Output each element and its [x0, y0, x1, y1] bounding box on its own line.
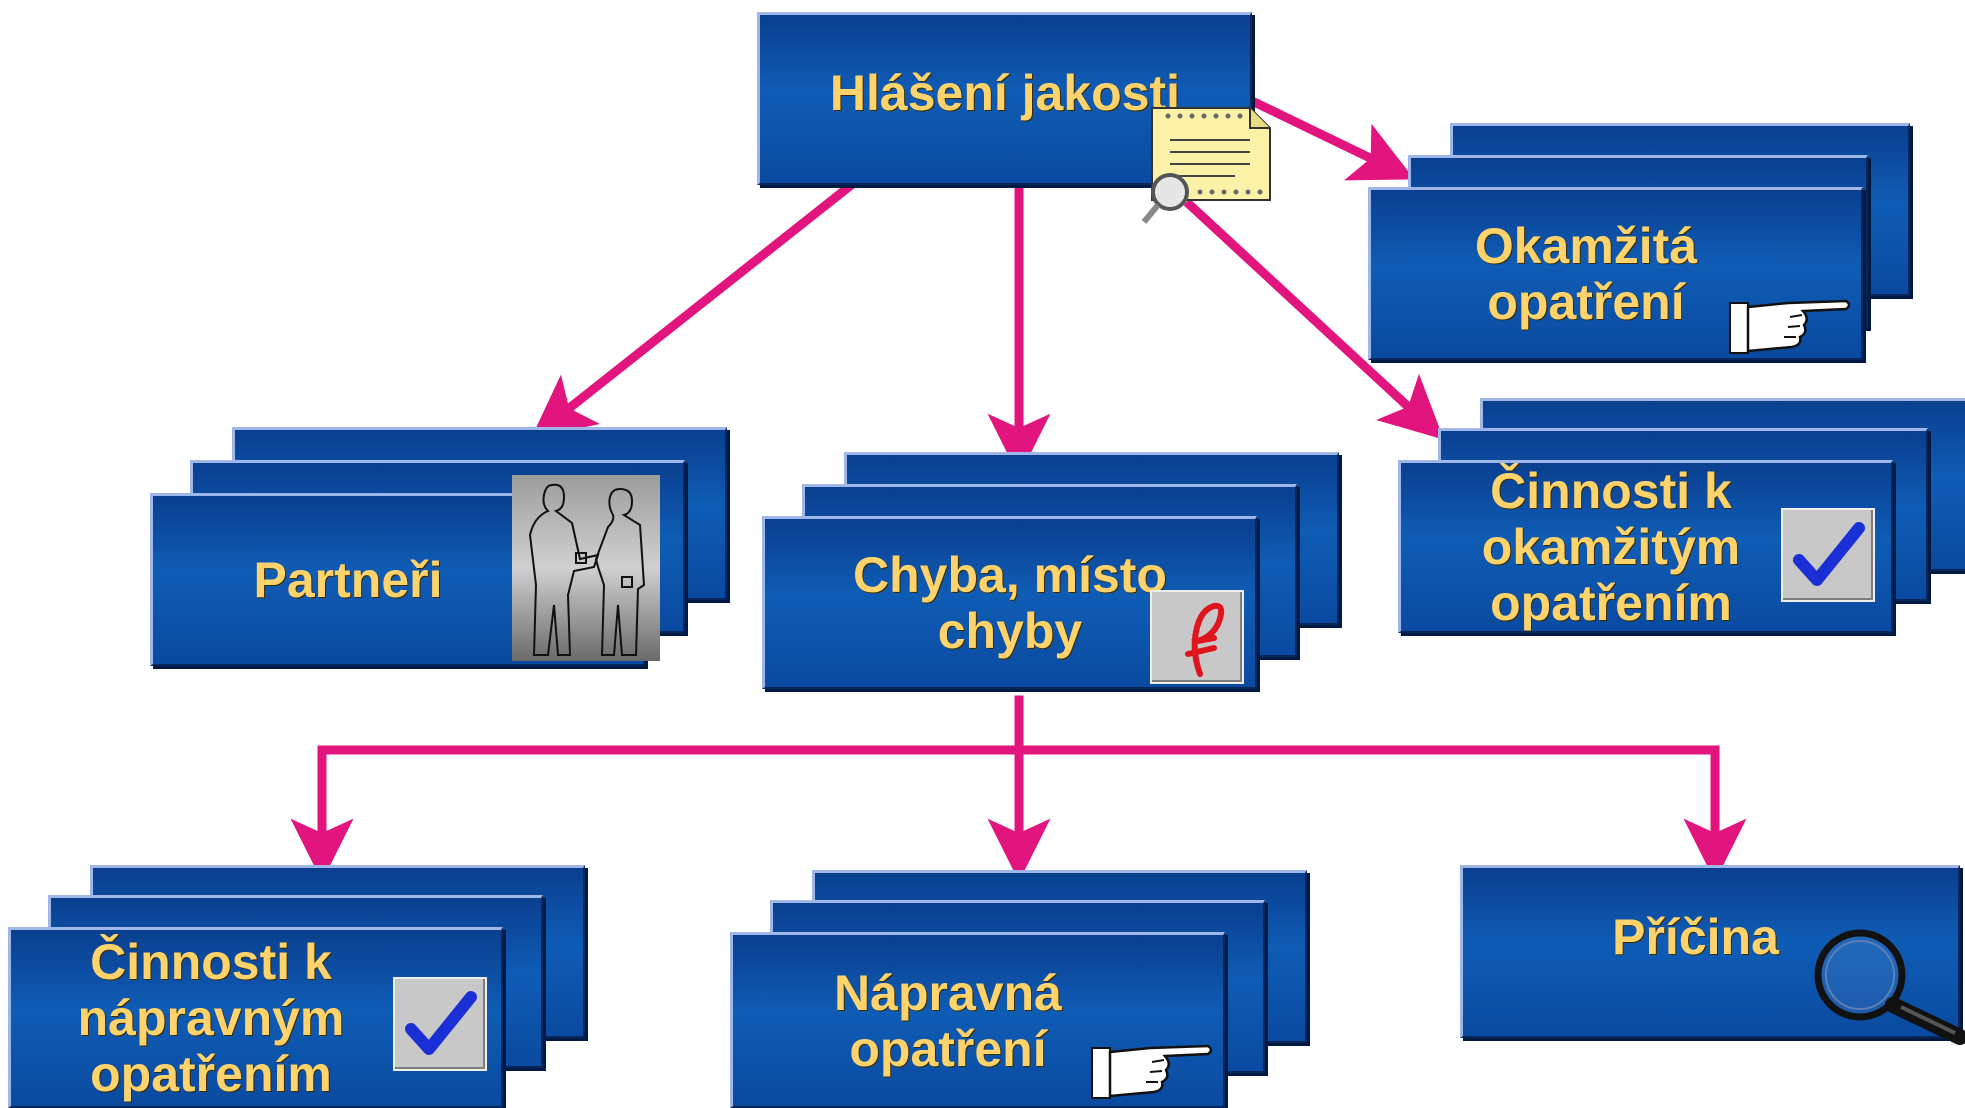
arrow-to-immediate-measures: [1243, 93, 1415, 181]
node-label: Příčina: [1612, 909, 1779, 965]
node-quality-report: Hlášení jakosti: [757, 12, 1271, 224]
node-defect-location: Chyba, místo chyby: [762, 452, 1342, 692]
arrow-to-partners: [531, 179, 857, 439]
node-corrective-activities: Činnosti k nápravným opatřením: [8, 865, 585, 1108]
node-partners: Partneři: [150, 427, 730, 667]
handshake-silhouette-icon: [512, 475, 660, 661]
red-pen-mark-icon: [1150, 590, 1244, 684]
node-label: Partneři: [253, 552, 443, 608]
node-label: Nápravná opatření: [834, 964, 1062, 1077]
node-label: Okamžitá opatření: [1474, 218, 1698, 330]
node-label: Hlášení jakosti: [829, 65, 1181, 121]
node-label: Činnosti k okamžitým opatřením: [1481, 463, 1741, 631]
node-immediate-activities: Činnosti k okamžitým opatřením: [1398, 398, 1965, 638]
checkmark-icon: [393, 977, 487, 1071]
node-label: Činnosti k nápravným opatřením: [77, 934, 345, 1102]
node-label: Chyba, místo chyby: [853, 547, 1167, 659]
checkmark-icon: [1781, 508, 1875, 602]
node-cause: Příčina: [1460, 865, 1965, 1045]
magnifier-icon: [1814, 929, 1965, 1045]
node-corrective-measures: Nápravná opatření: [730, 870, 1307, 1108]
pointing-hand-icon: [1729, 299, 1851, 354]
node-immediate-measures: Okamžitá opatření: [1368, 123, 1910, 363]
magnified-document-icon: [1141, 107, 1271, 224]
pointing-hand-icon: [1091, 1044, 1213, 1099]
arrow-to-immediate-activities: [1183, 198, 1444, 440]
